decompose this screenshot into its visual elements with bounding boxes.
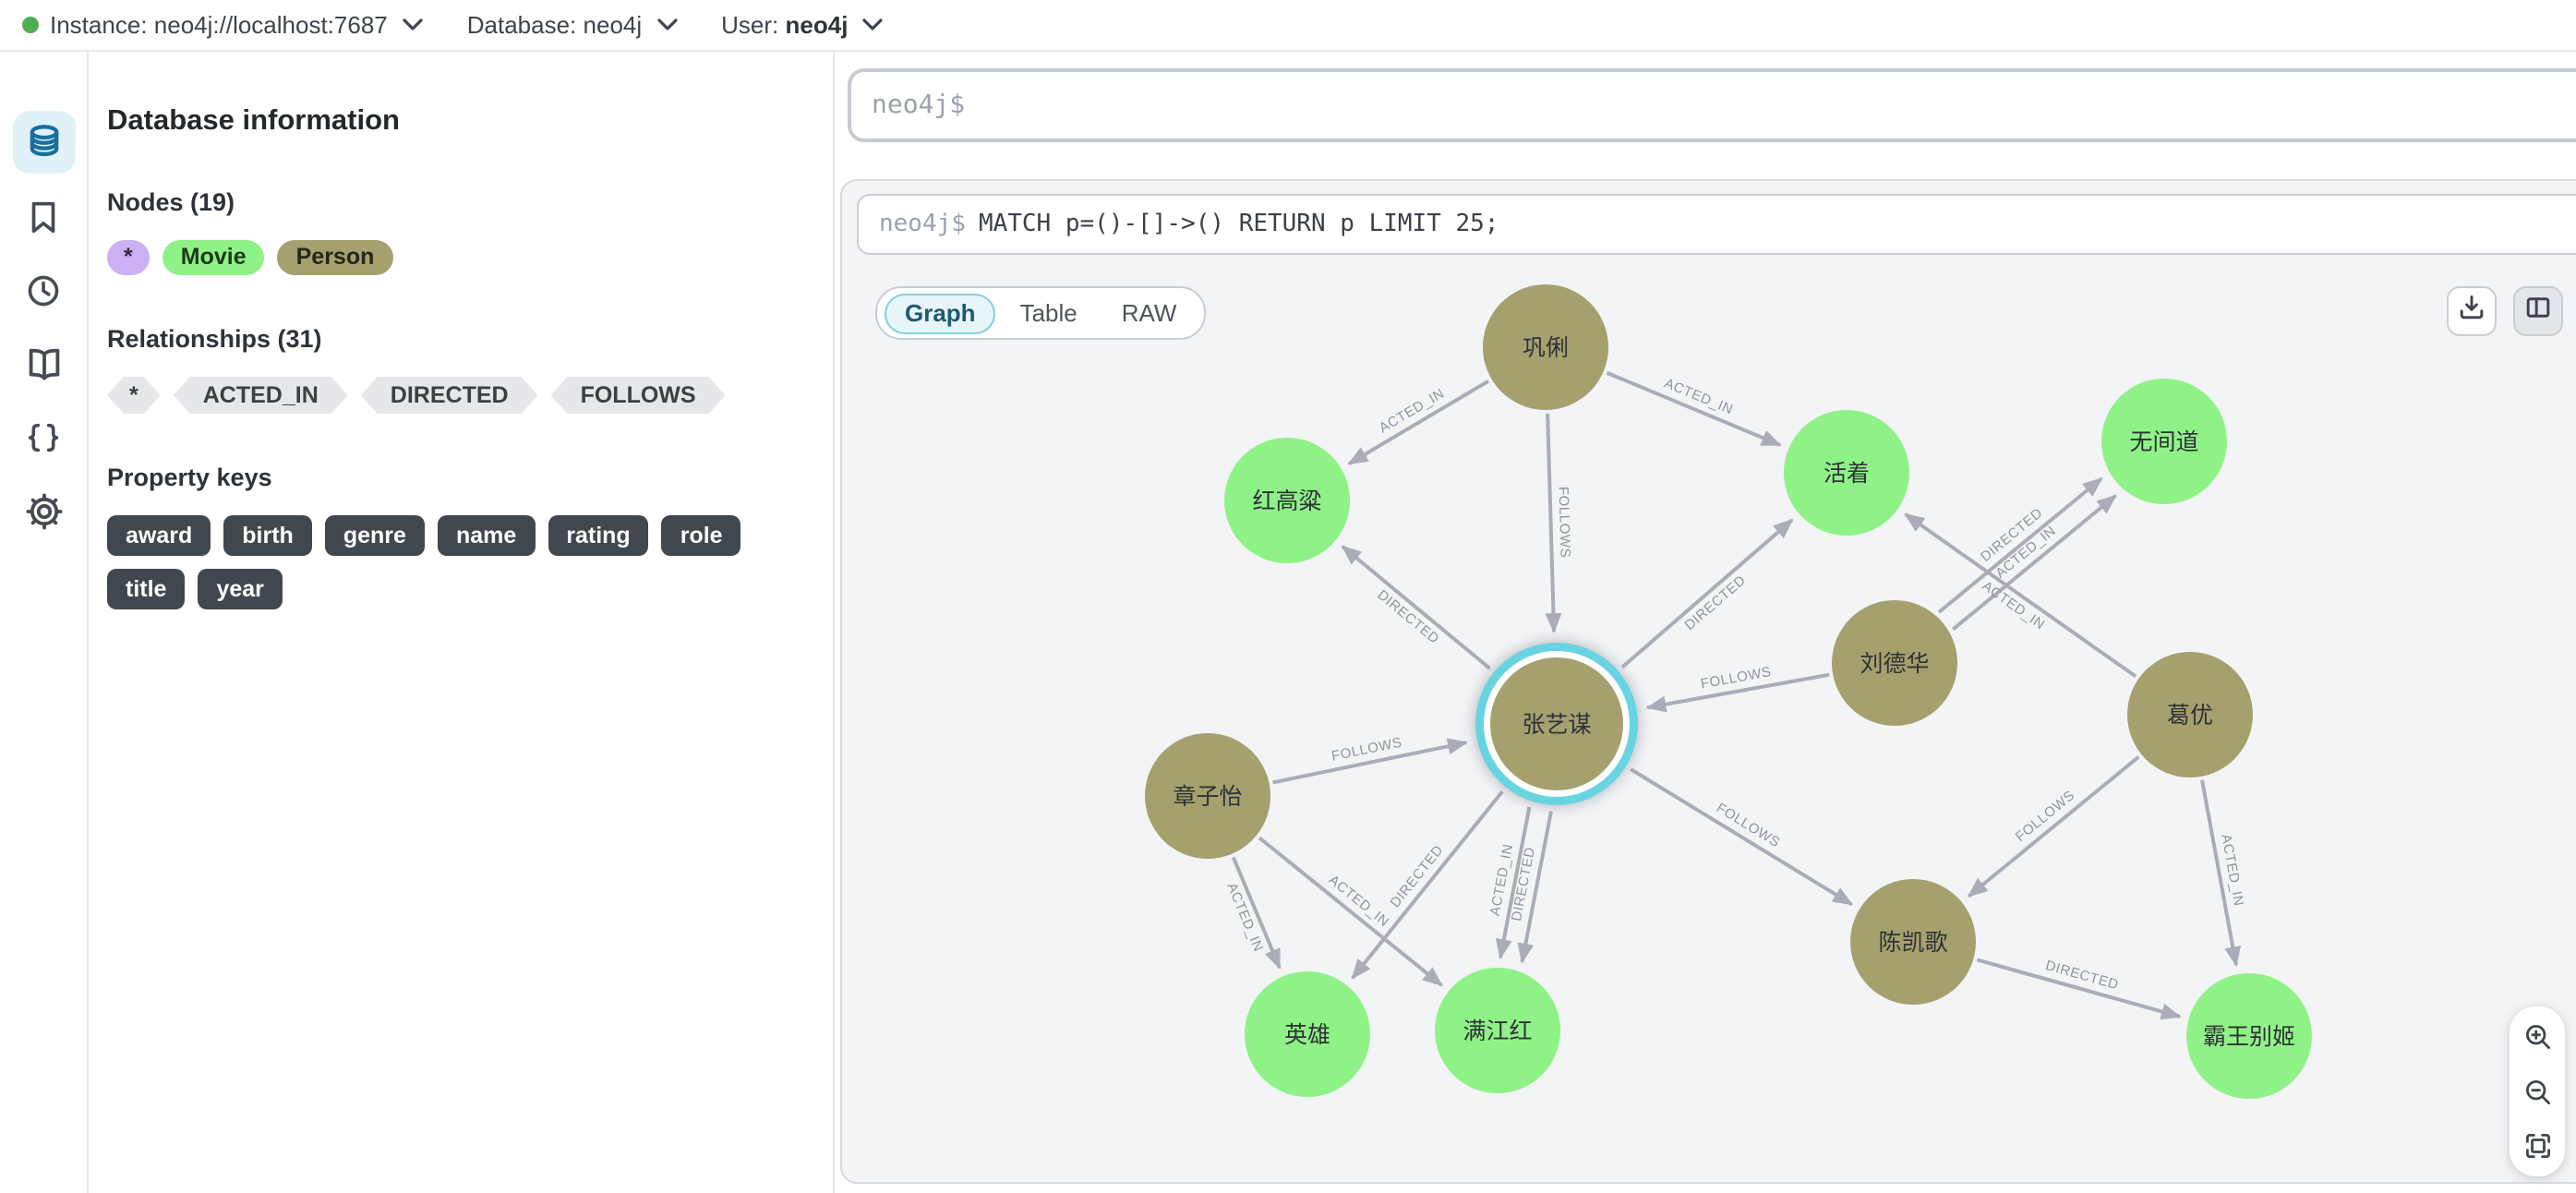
result-view-tabs: Graph Table RAW — [875, 286, 1207, 340]
graph-node-person[interactable]: 章子怡 — [1145, 733, 1270, 859]
zoom-fit-button[interactable] — [2522, 1130, 2553, 1162]
graph-edge-acted_in[interactable]: ACTED_IN — [2200, 779, 2246, 968]
property-key-chip[interactable]: title — [107, 569, 186, 609]
side-panel-toggle-button[interactable] — [2513, 286, 2563, 336]
tab-table[interactable]: Table — [1019, 298, 1077, 326]
instance-label: Instance: neo4j://localhost:7687 — [50, 11, 388, 39]
relationship-type-badge[interactable]: DIRECTED — [361, 377, 538, 414]
node-label-badge[interactable]: Movie — [162, 240, 265, 275]
graph-node-person[interactable]: 葛优 — [2127, 652, 2253, 777]
nodes-header: Nodes (19) — [107, 188, 235, 216]
relationships-header: Relationships (31) — [107, 325, 322, 353]
split-panel-icon — [2522, 291, 2554, 331]
database-icon — [23, 122, 64, 163]
zoom-in-button[interactable] — [2522, 1021, 2553, 1053]
edge-label: FOLLOWS — [1330, 734, 1403, 764]
download-button[interactable] — [2447, 286, 2497, 336]
property-key-chip[interactable]: genre — [324, 515, 425, 556]
graph-edge-acted_in[interactable]: ACTED_IN — [1606, 370, 1782, 447]
relationship-type-badge[interactable]: * — [107, 377, 161, 414]
edge-label: DIRECTED — [1374, 587, 1442, 647]
history-icon — [24, 271, 63, 309]
edge-label: FOLLOWS — [1555, 487, 1572, 559]
chevron-down-icon — [862, 18, 884, 31]
download-icon — [2456, 291, 2487, 331]
sidebar-item-bookmark[interactable] — [12, 185, 75, 247]
graph-node-person[interactable]: 陈凯歌 — [1850, 879, 1976, 1005]
graph-edge-follows[interactable]: FOLLOWS — [1630, 767, 1854, 907]
user-label: User: neo4j — [721, 11, 849, 39]
database-label: Database: neo4j — [466, 11, 643, 39]
graph-edge-directed[interactable]: DIRECTED — [1341, 545, 1491, 670]
chevron-down-icon — [403, 18, 423, 31]
relationship-type-badge[interactable]: ACTED_IN — [174, 377, 348, 414]
docs-icon — [23, 343, 64, 384]
node-label-badge[interactable]: Person — [277, 240, 393, 275]
node-badges-row: * Movie Person — [107, 240, 764, 275]
zoom-out-button[interactable] — [2522, 1076, 2553, 1107]
graph-edge-follows[interactable]: FOLLOWS — [1545, 413, 1573, 634]
property-key-chip[interactable]: rating — [548, 515, 649, 556]
user-selector[interactable]: User: neo4j — [721, 11, 884, 39]
property-keys-header: Property keys — [107, 464, 272, 491]
result-frame: neo4j$ MATCH p=()-[]->() RETURN p LIMIT … — [840, 179, 2576, 1184]
graph-edge-acted_in[interactable]: ACTED_IN — [1347, 379, 1490, 465]
query-text: MATCH p=()-[]->() RETURN p LIMIT 25; — [978, 211, 1499, 238]
graph-edge-directed[interactable]: DIRECTED — [1351, 790, 1504, 980]
sidebar-item-docs[interactable] — [12, 332, 75, 395]
icon-sidebar — [0, 50, 89, 1193]
property-key-chip[interactable]: award — [107, 515, 211, 556]
graph-node-movie[interactable]: 红高粱 — [1224, 438, 1350, 563]
relationship-badges-row: * ACTED_IN DIRECTED FOLLOWS — [107, 377, 764, 414]
query-prompt: neo4j$ — [879, 211, 966, 238]
graph-edge-follows[interactable]: FOLLOWS — [1645, 664, 1830, 713]
top-bar: Instance: neo4j://localhost:7687 Databas… — [0, 0, 2576, 52]
graph-edge-acted_in[interactable]: ACTED_IN — [1223, 856, 1282, 970]
graph-node-movie[interactable]: 英雄 — [1245, 971, 1370, 1097]
edge-label: DIRECTED — [1682, 572, 1750, 633]
graph-node-movie[interactable]: 满江红 — [1435, 968, 1560, 1093]
graph-node-person[interactable]: 张艺谋 — [1475, 643, 1638, 805]
graph-node-person[interactable]: 刘德华 — [1832, 600, 1957, 726]
property-key-chip[interactable]: year — [198, 569, 283, 609]
sidebar-item-settings[interactable] — [12, 480, 75, 543]
graph-edge-follows[interactable]: FOLLOWS — [1967, 755, 2140, 898]
chevron-down-icon — [656, 18, 677, 31]
sidebar-item-braces[interactable] — [12, 406, 75, 469]
database-selector[interactable]: Database: neo4j — [467, 11, 677, 39]
graph-edge-directed[interactable]: DIRECTED — [1620, 518, 1794, 669]
panel-title: Database information — [107, 105, 400, 137]
braces-icon — [24, 418, 63, 457]
graph-node-movie[interactable]: 无间道 — [2101, 379, 2227, 504]
editor-prompt: neo4j$ — [872, 90, 966, 120]
executed-query-bar[interactable]: neo4j$ MATCH p=()-[]->() RETURN p LIMIT … — [857, 194, 2576, 255]
sidebar-item-history[interactable] — [12, 259, 75, 321]
settings-icon — [23, 491, 64, 532]
graph-node-person[interactable]: 巩俐 — [1483, 284, 1608, 410]
database-information-panel: Database information Nodes (19) * Movie Pe… — [89, 50, 835, 1193]
instance-selector[interactable]: Instance: neo4j://localhost:7687 — [22, 11, 423, 39]
graph-edge-directed[interactable]: DIRECTED — [1976, 958, 2182, 1020]
relationship-type-badge[interactable]: FOLLOWS — [551, 377, 726, 414]
connection-status-icon — [22, 17, 39, 33]
tab-graph[interactable]: Graph — [885, 293, 996, 333]
sidebar-item-database[interactable] — [12, 111, 75, 174]
graph-zoom-controls — [2510, 1006, 2565, 1176]
graph-edge-directed[interactable]: DIRECTED — [1509, 811, 1553, 964]
property-key-chip[interactable]: name — [437, 515, 536, 556]
graph-node-movie[interactable]: 霸王别姬 — [2186, 973, 2312, 1099]
cypher-editor[interactable]: neo4j$ — [848, 68, 2576, 142]
tab-raw[interactable]: RAW — [1121, 298, 1177, 326]
property-key-chip[interactable]: birth — [223, 515, 312, 556]
property-key-chip[interactable]: role — [661, 515, 741, 556]
node-label-badge[interactable]: * — [107, 240, 150, 275]
graph-edge-acted_in[interactable]: ACTED_IN — [1258, 836, 1443, 987]
property-keys-row: award birth genre name rating role title year — [107, 515, 764, 609]
graph-edge-follows[interactable]: FOLLOWS — [1272, 734, 1469, 785]
bookmark-icon — [24, 197, 63, 235]
graph-node-movie[interactable]: 活着 — [1784, 410, 1909, 536]
